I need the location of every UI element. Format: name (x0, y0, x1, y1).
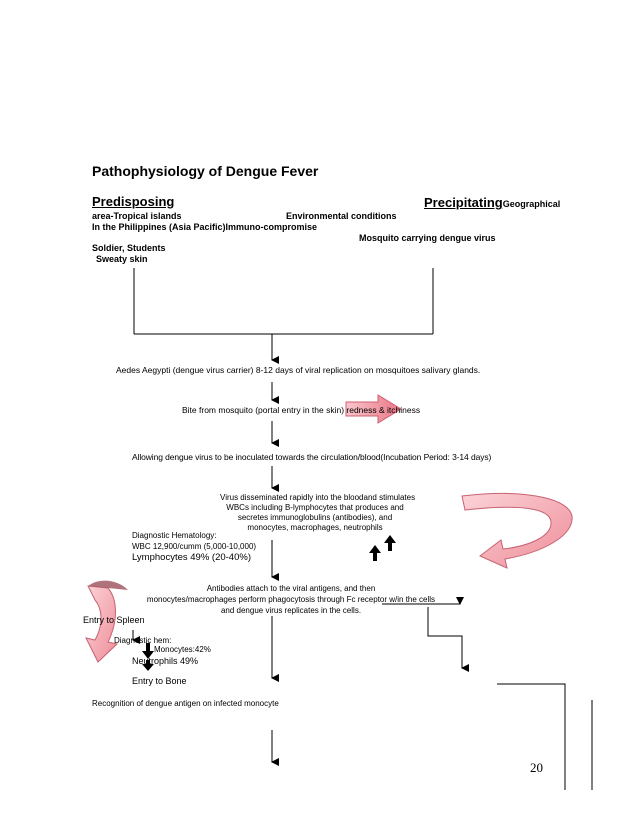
predisposing-line-4: Sweaty skin (96, 254, 148, 264)
neutrophils-value: Neutrophils 49% (132, 656, 199, 666)
down-arrow-icon (142, 660, 154, 671)
virus-line: secretes immunoglobulins (antibodies), a… (237, 513, 393, 522)
up-arrow-icon (384, 535, 396, 551)
pink-curved-arrow-icon (461, 493, 573, 569)
mosquito-carrier: Mosquito carrying dengue virus (359, 233, 496, 243)
predisposing-line-3: Soldier, Students (92, 243, 166, 253)
monocytes-value: Monocytes:42% (154, 645, 211, 654)
pink-block-arrow-icon (345, 394, 402, 424)
geographical-prefix: Geographical (502, 199, 561, 209)
diagnostic-hem: Diagnostic hem: (114, 636, 172, 645)
hematology-block: Diagnostic Hematology: WBC 12,900/cumm (… (132, 530, 256, 563)
entry-to-bone: Entry to Bone (132, 676, 187, 686)
page-title: Pathophysiology of Dengue Fever (92, 163, 319, 179)
antibody-line: monocytes/macrophages perform phagocytos… (146, 595, 436, 604)
entry-to-spleen: Entry to Spleen (83, 615, 145, 625)
antibody-line: and dengue virus replicates in the cells… (220, 606, 362, 615)
hematology-line: WBC 12,900/cumm (5,000-10,000) (132, 542, 257, 551)
precipitating-heading: Precipitating (424, 195, 503, 210)
virus-line: WBCs including B-lymphocytes that produc… (226, 503, 404, 512)
antibody-line: Antibodies attach to the viral antigens,… (206, 584, 376, 593)
pink-curved-arrow-icon (85, 580, 128, 663)
hematology-line: Lymphocytes 49% (20-40%) (132, 552, 251, 563)
predisposing-line-1: area-Tropical islands (92, 211, 182, 221)
up-arrow-icon (369, 545, 381, 561)
virus-dissemination-step: Virus disseminated rapidly into the bloo… (220, 493, 416, 533)
virus-line: Virus disseminated rapidly into the bloo… (220, 493, 416, 502)
down-arrow-icon (142, 643, 154, 659)
hematology-line: Diagnostic Hematology: (132, 531, 217, 540)
precipitating-heading-row: PrecipitatingGeographical (424, 194, 560, 212)
environmental-conditions: Environmental conditions (286, 211, 397, 221)
bite-step: Bite from mosquito (portal entry in the … (182, 405, 421, 415)
predisposing-heading: Predisposing (92, 194, 175, 209)
antibody-step: Antibodies attach to the viral antigens,… (126, 583, 456, 616)
predisposing-line-2: In the Philippines (Asia Pacific)Immuno-… (92, 222, 318, 232)
page-number: 20 (530, 760, 543, 775)
virus-line: monocytes, macrophages, neutrophils (247, 523, 383, 532)
aedes-step: Aedes Aegypti (dengue virus carrier) 8-1… (116, 365, 481, 375)
allowing-step: Allowing dengue virus to be inoculated t… (132, 452, 492, 462)
recognition-step: Recognition of dengue antigen on infecte… (92, 699, 279, 708)
